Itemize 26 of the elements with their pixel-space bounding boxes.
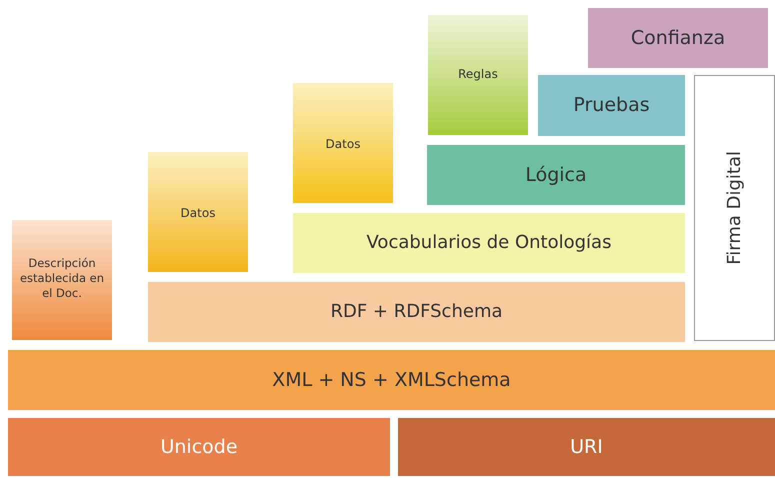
layer-label: Descripción establecida en el Doc.: [18, 256, 106, 301]
layer-label: Pruebas: [573, 93, 650, 118]
layer-block: [588, 8, 768, 68]
layer-label: Firma Digital: [722, 151, 746, 265]
layer-label: XML + NS + XMLSchema: [272, 368, 511, 392]
layer-block: [398, 418, 775, 476]
layer-block: [694, 75, 775, 341]
layer-label: URI: [570, 434, 603, 460]
layer-label: Lógica: [525, 162, 587, 188]
layer-block: [538, 75, 685, 136]
layer-block: [293, 213, 685, 273]
layer-block: [8, 350, 775, 410]
layer-label: Datos: [324, 137, 362, 153]
layer-label: RDF + RDFSchema: [330, 300, 503, 324]
layer-label: Reglas: [457, 67, 499, 83]
layer-block: [12, 220, 112, 340]
layer-block: [148, 282, 685, 342]
layer-block: [8, 418, 390, 476]
layer-label: Vocabularios de Ontologías: [366, 231, 612, 255]
layer-block: [428, 15, 528, 135]
layer-block: [293, 83, 393, 203]
layer-label: Datos: [180, 206, 216, 222]
layer-block: [148, 152, 248, 272]
layer-block: [427, 145, 685, 205]
layer-label: Confianza: [630, 26, 726, 50]
layer-label: Unicode: [160, 434, 238, 460]
